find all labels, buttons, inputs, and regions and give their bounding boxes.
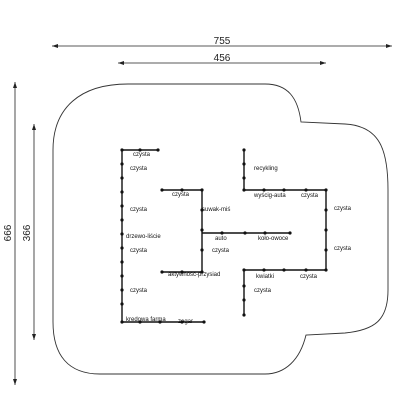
track-node — [262, 188, 266, 192]
track-node — [324, 268, 328, 272]
panel-label: drzewo-liście — [126, 234, 161, 240]
track-node — [202, 320, 206, 324]
track-node — [242, 268, 246, 272]
panel-label: czysta — [130, 166, 148, 172]
track-node — [120, 320, 124, 324]
track-node — [120, 288, 124, 292]
panel-labels: czysta czysta czysta drzewo-liście czyst… — [126, 152, 352, 325]
track-node — [324, 208, 328, 212]
track-node — [120, 176, 124, 180]
track-node — [120, 274, 124, 278]
panel-label: czysta — [172, 192, 190, 198]
panel-label: zegar — [178, 319, 193, 325]
track-node — [324, 188, 328, 192]
panel-label: czysta — [130, 248, 148, 254]
track-node — [156, 148, 160, 152]
track-node — [120, 218, 124, 222]
panel-label: czysta — [133, 152, 151, 158]
play-area-outline — [52, 83, 389, 375]
track-node — [200, 228, 204, 232]
track-node — [242, 162, 246, 166]
track-node — [304, 268, 308, 272]
panel-label: kwiatki — [256, 274, 274, 280]
track-node — [200, 248, 204, 252]
track-node — [242, 176, 246, 180]
track-node — [158, 320, 162, 324]
track-node — [243, 231, 247, 235]
track-node — [263, 231, 267, 235]
panel-label: czysta — [130, 207, 148, 213]
panel-label: suwak-miś — [202, 207, 230, 213]
track-node — [220, 231, 224, 235]
track-node — [242, 313, 246, 317]
track-node — [242, 298, 246, 302]
junction-nodes — [120, 148, 328, 324]
track-node — [138, 320, 142, 324]
track-node — [282, 268, 286, 272]
track-node — [120, 260, 124, 264]
panel-label: czysta — [130, 288, 148, 294]
dimension-overall-height: 666 — [3, 82, 17, 385]
track-node — [200, 188, 204, 192]
track-node — [282, 188, 286, 192]
inner-height-label: 366 — [22, 224, 33, 241]
track-node — [120, 246, 124, 250]
panel-label: czysta — [300, 274, 318, 280]
track-node — [120, 302, 124, 306]
panel-label: koło-owoce — [258, 236, 289, 242]
track-node — [180, 320, 184, 324]
track-node — [242, 284, 246, 288]
track-node — [288, 231, 292, 235]
track-node — [120, 148, 124, 152]
track-node — [324, 248, 328, 252]
panel-label: czysta — [334, 206, 352, 212]
track-node — [180, 188, 184, 192]
panel-label: czysta — [212, 248, 230, 254]
panel-label: auto — [215, 236, 227, 242]
dimension-inner-width: 456 — [118, 53, 326, 65]
panel-label: kredowa farma — [126, 317, 166, 323]
track-node — [324, 228, 328, 232]
panel-label: recykling — [254, 166, 278, 172]
track-node — [160, 270, 164, 274]
panel-label: czysta — [334, 246, 352, 252]
overall-width-label: 755 — [214, 36, 231, 47]
track-node — [138, 148, 142, 152]
panel-label: wyścig-auta — [253, 193, 286, 199]
track-node — [180, 270, 184, 274]
track-node — [200, 208, 204, 212]
track-node — [304, 188, 308, 192]
panel-label: czysta — [301, 193, 319, 199]
track-node — [120, 190, 124, 194]
track-node — [120, 162, 124, 166]
track-node — [200, 270, 204, 274]
panel-label: czysta — [254, 288, 272, 294]
track-node — [120, 204, 124, 208]
dimension-inner-height: 366 — [22, 124, 36, 340]
panel-label: aktywność-przysiad — [168, 272, 220, 278]
inner-width-label: 456 — [214, 53, 231, 64]
track-node — [160, 188, 164, 192]
track-node — [120, 232, 124, 236]
track-node — [242, 148, 246, 152]
track-node — [262, 268, 266, 272]
dimension-overall-width: 755 — [52, 36, 392, 48]
track-node — [242, 188, 246, 192]
overall-height-label: 666 — [3, 224, 14, 241]
